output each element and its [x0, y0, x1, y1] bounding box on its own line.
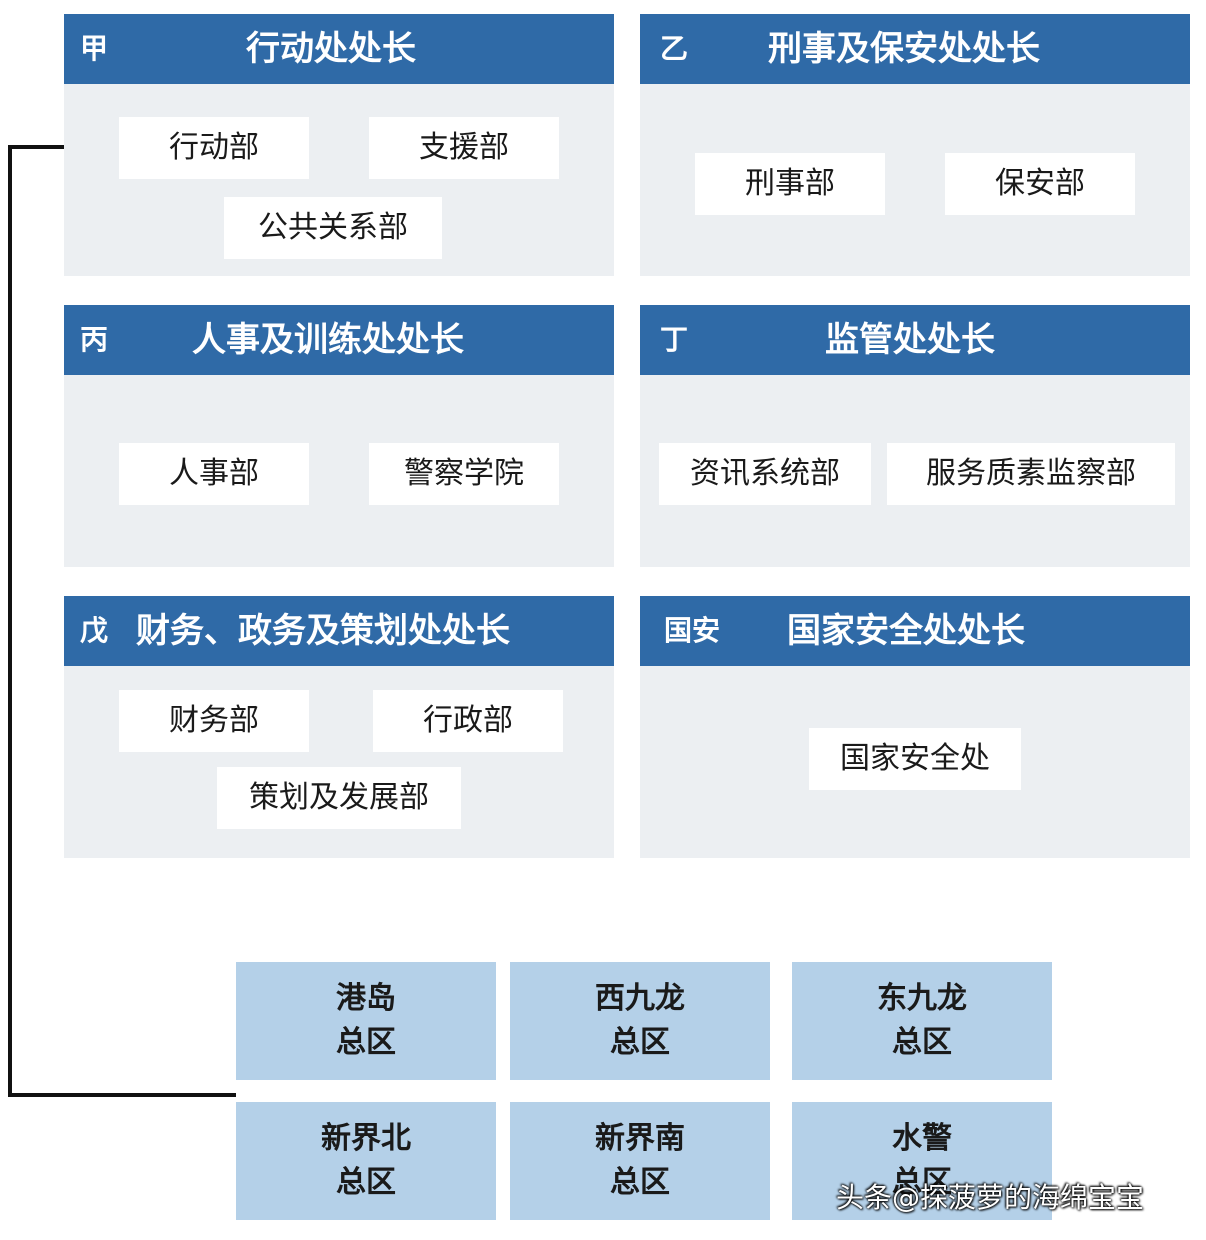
region-suffix: 总区 [892, 1165, 952, 1200]
panel-finance-admin-planning: 戊 财务、政务及策划处处长 财务部 行政部 策划及发展部 [64, 596, 614, 858]
panel-operations: 甲 行动处处长 行动部 支援部 公共关系部 [64, 14, 614, 276]
unit-box: 保安部 [945, 153, 1135, 215]
unit-box: 资讯系统部 [659, 443, 871, 505]
region-name: 新界南 [595, 1121, 685, 1156]
panel-header: 乙 刑事及保安处处长 [640, 14, 1190, 84]
panel-national-security: 国安 国家安全处处长 国家安全处 [640, 596, 1190, 858]
panel-tag: 乙 [660, 32, 689, 65]
region-kowloon-west: 西九龙 总区 [510, 962, 770, 1080]
panel-title: 国家安全处处长 [787, 611, 1025, 651]
panel-header: 国安 国家安全处处长 [640, 596, 1190, 666]
region-suffix: 总区 [892, 1025, 952, 1060]
region-name: 新界北 [321, 1121, 411, 1156]
panel-title: 监管处处长 [825, 320, 995, 360]
panel-header: 戊 财务、政务及策划处处长 [64, 596, 614, 666]
panel-personnel-training: 丙 人事及训练处处长 人事部 警察学院 [64, 305, 614, 567]
region-suffix: 总区 [610, 1165, 670, 1200]
panel-tag: 甲 [80, 32, 109, 65]
region-hong-kong-island: 港岛 总区 [236, 962, 496, 1080]
region-name: 水警 [892, 1121, 952, 1156]
region-new-territories-south: 新界南 总区 [510, 1102, 770, 1220]
unit-box: 财务部 [119, 690, 309, 752]
panel-crime-security: 乙 刑事及保安处处长 刑事部 保安部 [640, 14, 1190, 276]
panel-header: 丙 人事及训练处处长 [64, 305, 614, 375]
unit-box: 行政部 [373, 690, 563, 752]
panel-management: 丁 监管处处长 资讯系统部 服务质素监察部 [640, 305, 1190, 567]
region-marine: 水警 总区 [792, 1102, 1052, 1220]
unit-box: 策划及发展部 [217, 767, 461, 829]
region-name: 港岛 [336, 981, 396, 1016]
region-kowloon-east: 东九龙 总区 [792, 962, 1052, 1080]
panel-tag: 丙 [80, 323, 109, 356]
unit-box: 支援部 [369, 117, 559, 179]
connector-vertical [8, 145, 12, 1097]
panel-title: 刑事及保安处处长 [768, 29, 1040, 69]
panel-header: 甲 行动处处长 [64, 14, 614, 84]
unit-box: 刑事部 [695, 153, 885, 215]
region-suffix: 总区 [336, 1025, 396, 1060]
connector-top-horizontal [8, 145, 64, 149]
region-suffix: 总区 [336, 1165, 396, 1200]
panel-tag: 戊 [80, 614, 109, 647]
watermark-text: 头条@探菠萝的海绵宝宝 [836, 1181, 1145, 1214]
panel-tag: 国安 [664, 614, 721, 647]
unit-box: 警察学院 [369, 443, 559, 505]
panel-title: 人事及训练处处长 [192, 320, 464, 360]
region-suffix: 总区 [610, 1025, 670, 1060]
panel-title: 行动处处长 [246, 29, 416, 69]
unit-box: 人事部 [119, 443, 309, 505]
unit-box: 公共关系部 [224, 197, 442, 259]
panel-header: 丁 监管处处长 [640, 305, 1190, 375]
connector-bottom-horizontal [8, 1093, 236, 1097]
panel-tag: 丁 [660, 323, 689, 356]
region-name: 东九龙 [877, 981, 967, 1016]
unit-box: 国家安全处 [809, 728, 1021, 790]
unit-box: 行动部 [119, 117, 309, 179]
region-new-territories-north: 新界北 总区 [236, 1102, 496, 1220]
unit-box: 服务质素监察部 [887, 443, 1175, 505]
panel-title: 财务、政务及策划处处长 [136, 611, 510, 651]
region-name: 西九龙 [595, 981, 685, 1016]
